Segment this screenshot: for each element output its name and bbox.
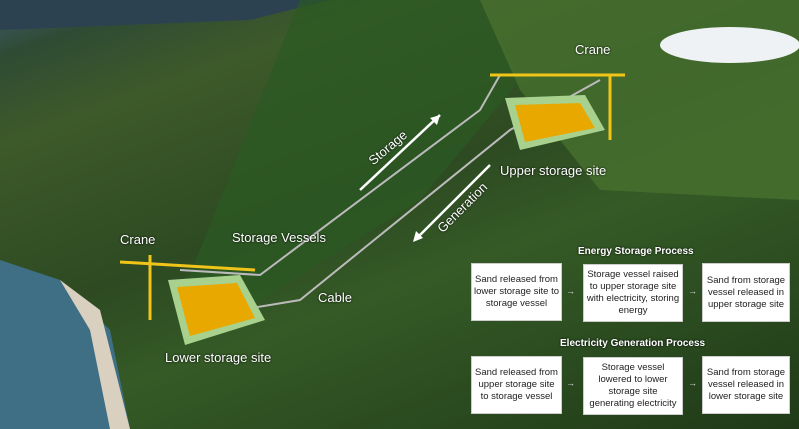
storage-step-3: Sand from storage vessel released in upp… — [702, 263, 790, 322]
generation-step-3: Sand from storage vessel released in low… — [702, 356, 790, 414]
crane-lower-label: Crane — [120, 232, 156, 247]
storage-step-2: Storage vessel raised to upper storage s… — [583, 264, 683, 322]
upper-site-label: Upper storage site — [500, 163, 607, 178]
storage-arrow — [359, 114, 441, 191]
cloud — [660, 27, 799, 63]
lower-storage-site — [168, 275, 265, 345]
vessels-label: Storage Vessels — [232, 230, 326, 245]
arrow-icon: → — [688, 286, 697, 296]
generation-step-2: Storage vessel lowered to lower storage … — [583, 357, 683, 415]
storage-step-1: Sand released from lower storage site to… — [471, 263, 562, 321]
storage-process-title: Energy Storage Process — [578, 246, 694, 257]
ocean — [0, 260, 130, 429]
crane-upper — [490, 73, 625, 140]
upper-storage-site — [505, 95, 605, 150]
arrow-icon: → — [688, 378, 697, 388]
arrow-icon: → — [566, 378, 575, 388]
lower-site-label: Lower storage site — [165, 350, 272, 365]
arrow-icon: → — [566, 286, 575, 296]
crane-upper-label: Crane — [575, 42, 611, 57]
cable-label: Cable — [318, 290, 352, 305]
generation-arrow — [414, 164, 491, 241]
generation-step-1: Sand released from upper storage site to… — [471, 356, 562, 414]
generation-process-title: Electricity Generation Process — [560, 338, 706, 349]
crane-lower — [119, 255, 256, 320]
